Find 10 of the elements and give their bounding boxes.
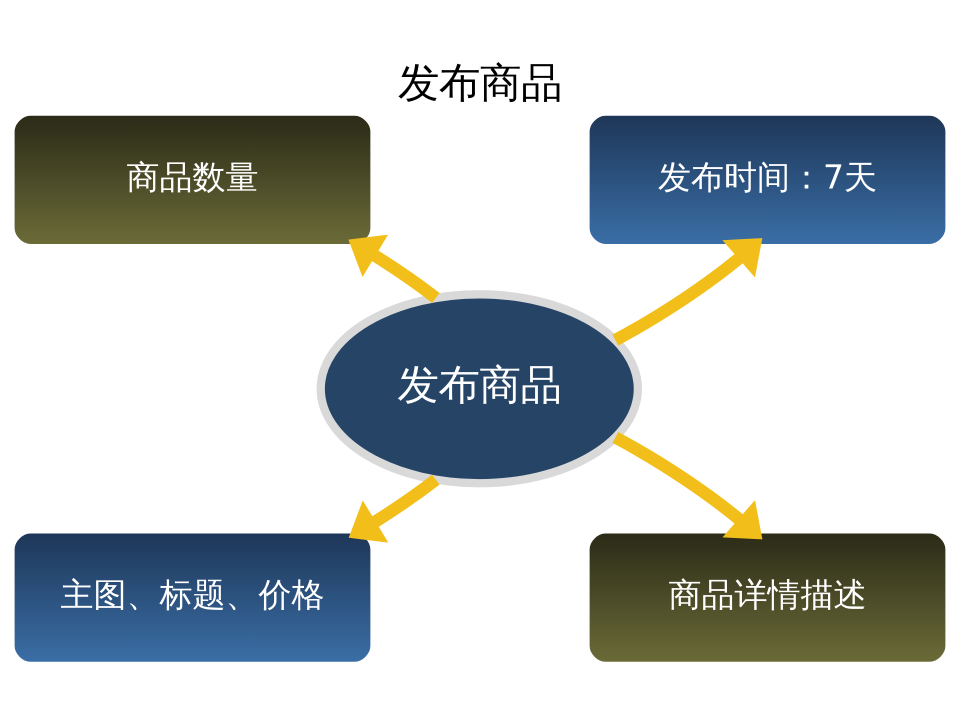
diagram-title: 发布商品 [398, 58, 562, 107]
arrow [612, 432, 762, 539]
node-box: 发布时间：7天 [588, 114, 947, 245]
arrow [348, 474, 440, 542]
node-ellipse: 发布商品 [316, 290, 642, 487]
node-box: 商品详情描述 [588, 532, 947, 663]
node-box: 商品数量 [13, 114, 372, 245]
arrow [612, 238, 762, 346]
arrow [348, 234, 440, 302]
node-box: 主图、标题、价格 [13, 532, 372, 663]
